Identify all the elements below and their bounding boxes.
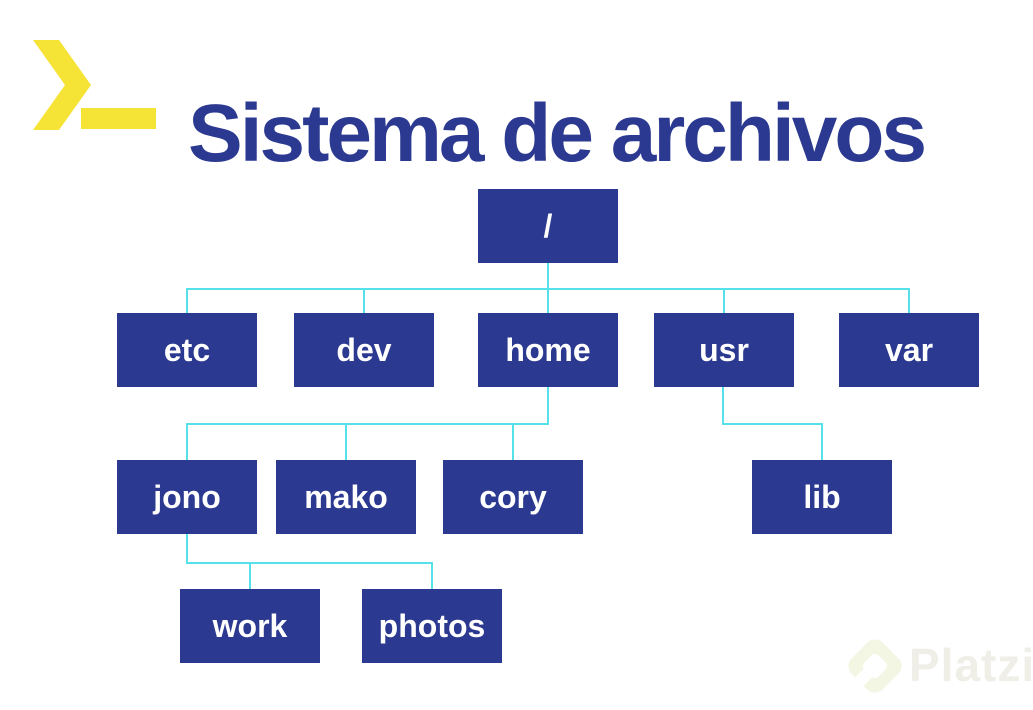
connector-drop-lib [821,423,823,460]
connector-drop-photos [431,562,433,589]
connector-jono-rail [186,562,433,564]
connector-drop-dev [363,288,365,313]
node-photos: photos [362,589,502,663]
node-dev: dev [294,313,434,387]
node-work: work [180,589,320,663]
underscore-shape [81,108,156,129]
connector-drop-work [249,562,251,589]
connector-level1-rail [186,288,910,290]
connector-drop-etc [186,288,188,313]
connector-usr-rail [722,423,823,425]
node-var: var [839,313,979,387]
node-mako: mako [276,460,416,534]
connector-drop-var [908,288,910,313]
connector-drop-jono [186,423,188,460]
node-home: home [478,313,618,387]
platzi-logo-icon [848,639,902,693]
chevron-shape [33,40,91,130]
connector-jono-down [186,534,188,564]
node-lib: lib [752,460,892,534]
node-root: / [478,189,618,263]
watermark: Platzi [833,630,1033,710]
connector-drop-mako [345,423,347,460]
node-usr: usr [654,313,794,387]
node-etc: etc [117,313,257,387]
node-cory: cory [443,460,583,534]
connector-drop-usr [723,288,725,313]
connector-home-down [547,387,549,425]
node-jono: jono [117,460,257,534]
page-title: Sistema de archivos [188,87,927,179]
connector-home-rail [186,423,549,425]
connector-drop-cory [512,423,514,460]
platzi-wordmark: Platzi [909,639,1033,691]
connector-usr-down [722,387,724,425]
terminal-prompt-icon [33,40,156,130]
